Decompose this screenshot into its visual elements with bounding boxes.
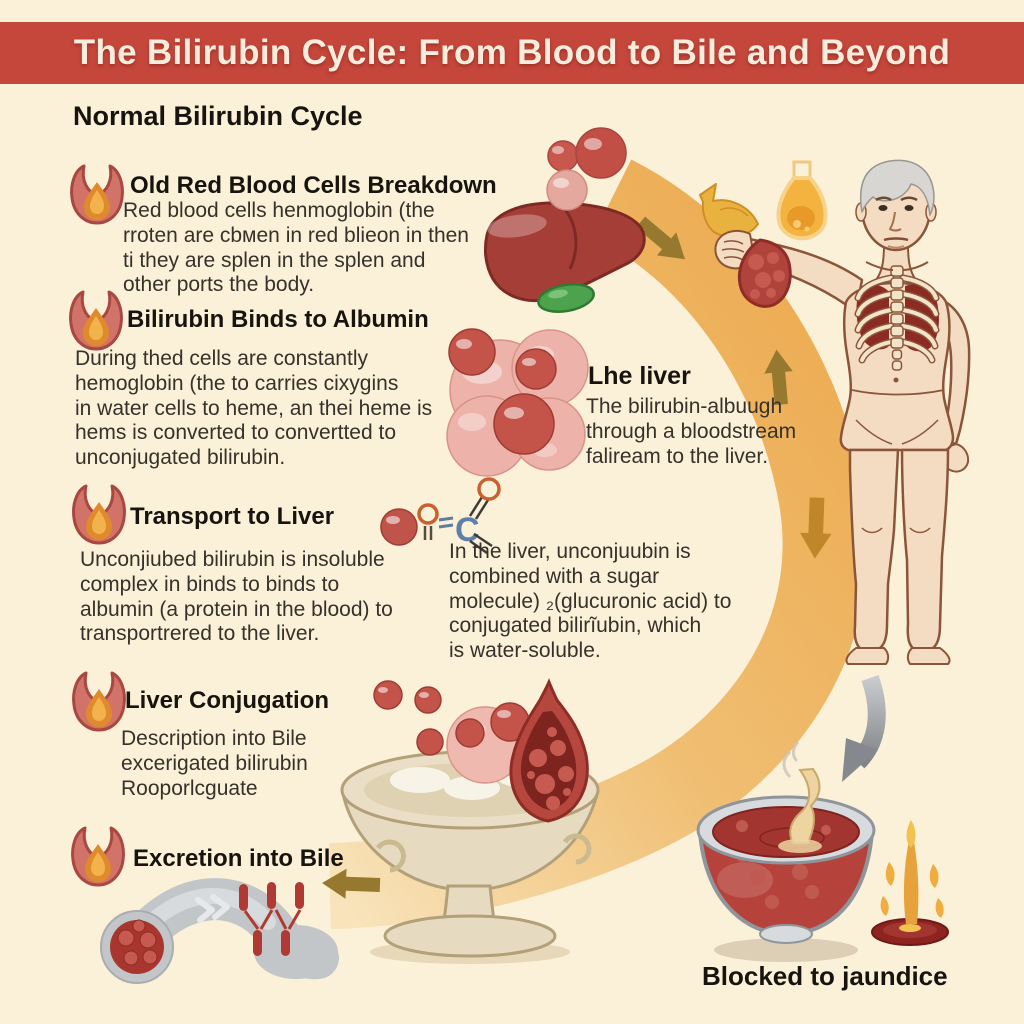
section-1-body: Red blood cells henmoglobin (the rroten … [123,199,469,297]
section-3-body: Unconjiubed bilirubin is insoluble compl… [80,548,393,646]
section-1-heading: Old Red Blood Cells Breakdown [130,172,497,199]
flask-icon [776,160,828,241]
bilirubin-molecule: C [380,477,501,555]
arrow-gray-to-jaundice [842,675,886,782]
blood-drop-icon [72,484,126,545]
left-leg [848,448,900,652]
sternum [890,265,904,371]
bile-sac [509,678,589,823]
subtitle: Normal Bilirubin Cycle [73,101,363,131]
page-title: The Bilirubin Cycle: From Blood to Bile … [73,33,951,72]
gray-hair [860,159,935,216]
section-2-body: During thed cells are constantly hemoglo… [75,347,433,470]
section-4-heading: Liver Conjugation [125,687,329,714]
section-5-heading: Excretion into Bile [133,845,344,872]
jaundice-bowl [696,740,876,962]
bile-duct [100,878,339,984]
blood-drop-icon [70,164,124,225]
liver-callout-body: The bilirubin-albuugh through a bloodstr… [586,395,797,468]
chalice [340,678,600,964]
conjugation-callout-body: In the liver, unconjuubin is combined wi… [449,540,732,663]
red-blood-cells [546,127,627,211]
head [855,159,937,252]
jaundice-caption: Blocked to jaundice [702,961,948,991]
human-figure [699,159,971,665]
liver-illustration [483,201,646,313]
blood-drop-icon [72,671,126,732]
ribcage [854,261,940,371]
section-3-heading: Transport to Liver [130,503,335,530]
blood-cell-sac [737,238,792,308]
section-2-heading: Bilirubin Binds to Albumin [127,306,429,333]
right-leg [900,448,950,652]
section-4-body: Description into Bile excerigated biliru… [121,727,308,800]
flame-icon [871,820,949,946]
cell-cluster [446,328,589,477]
blood-drop-icon [69,290,123,351]
bilirubin-sticks [239,882,304,956]
liver-callout-heading: Lhe liver [588,362,691,390]
gallbladder [537,283,595,313]
molecule-carbon-label: C [455,511,480,549]
blood-drop-icon [71,826,125,887]
title-banner: The Bilirubin Cycle: From Blood to Bile … [0,22,1024,84]
